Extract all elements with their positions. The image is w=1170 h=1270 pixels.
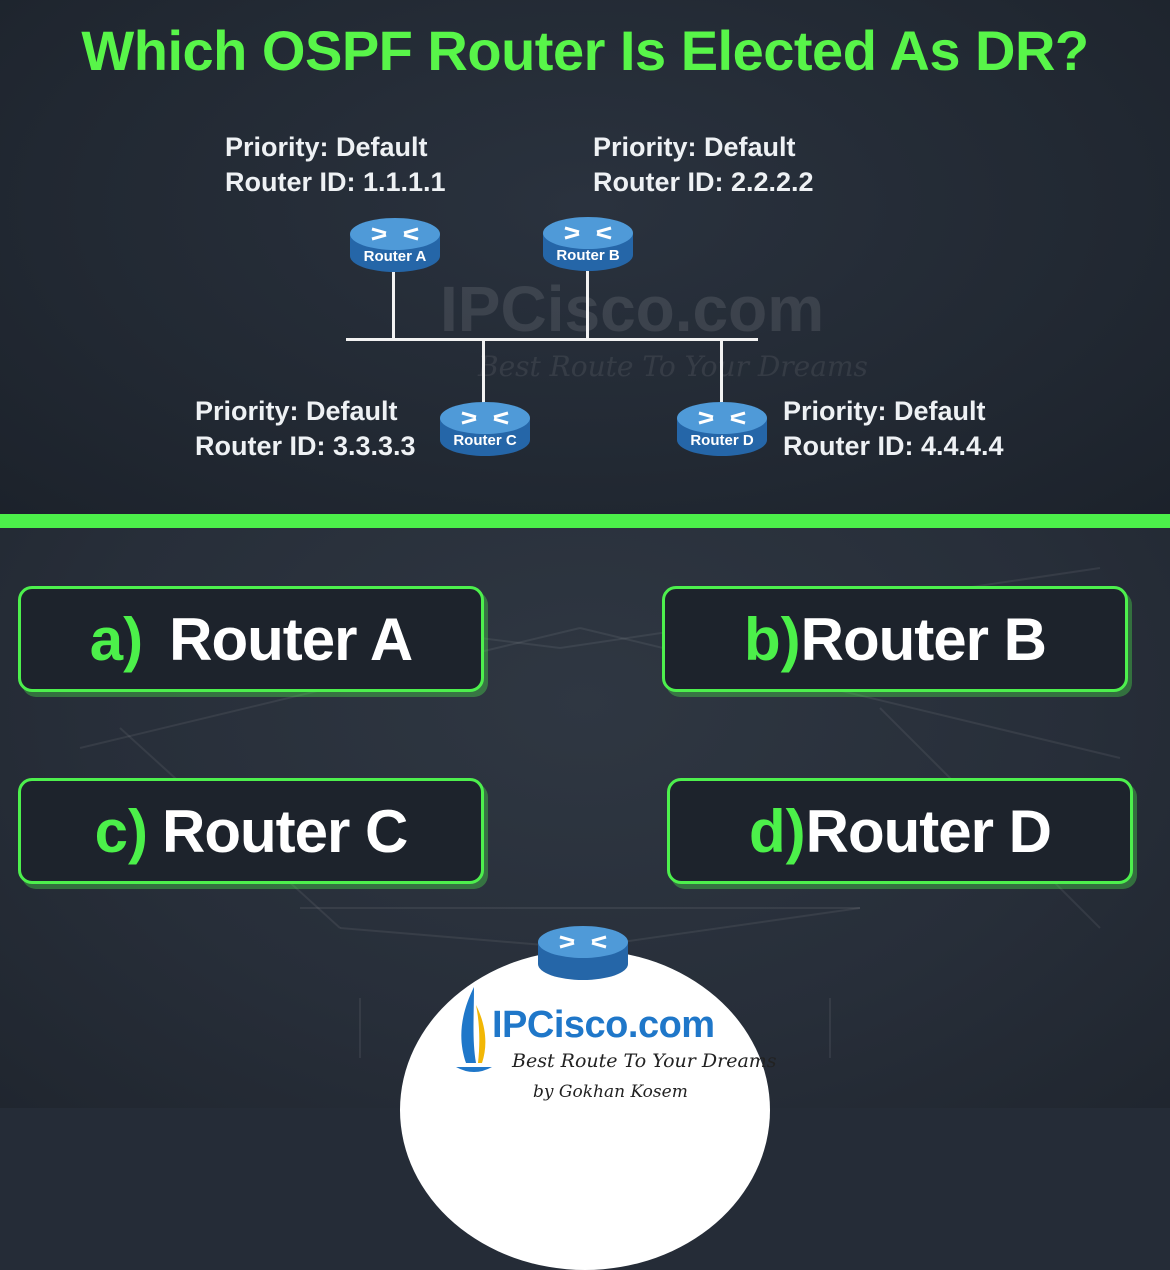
router-a-label: Router A — [363, 248, 427, 265]
logo-author: by Gokhan Kosem — [533, 1082, 688, 1102]
section-divider — [0, 514, 1170, 528]
router-a-priority: Priority: Default — [225, 132, 428, 162]
router-d-label: Router D — [690, 432, 754, 449]
link-router-a — [392, 272, 395, 339]
router-b: Router B — [541, 215, 635, 273]
router-c-label: Router C — [453, 432, 517, 449]
option-b-button[interactable]: b) Router B — [662, 586, 1128, 692]
link-router-c — [482, 338, 485, 404]
watermark-tagline: Best Route To Your Dreams — [478, 350, 868, 383]
router-a-info: Priority: Default Router ID: 1.1.1.1 — [225, 130, 446, 200]
option-b-text: Router B — [800, 605, 1047, 673]
option-d-text: Router D — [805, 797, 1052, 865]
router-d-priority: Priority: Default — [783, 396, 986, 426]
option-a-button[interactable]: a) Router A — [18, 586, 484, 692]
router-d: Router D — [675, 400, 769, 458]
router-icon — [440, 402, 530, 456]
logo-tagline: Best Route To Your Dreams — [512, 1050, 777, 1072]
link-router-d — [720, 338, 723, 404]
watermark-text: IPCisco.com — [440, 273, 825, 345]
sailboat-icon — [456, 987, 492, 1072]
router-c-id: Router ID: 3.3.3.3 — [195, 431, 416, 461]
option-d-letter: d) — [749, 797, 806, 865]
router-b-priority: Priority: Default — [593, 132, 796, 162]
option-d-button[interactable]: d) Router D — [667, 778, 1133, 884]
router-d-info: Priority: Default Router ID: 4.4.4.4 — [783, 394, 1004, 464]
option-b-letter: b) — [744, 605, 801, 673]
router-b-info: Priority: Default Router ID: 2.2.2.2 — [593, 130, 814, 200]
router-a: Router A — [348, 216, 442, 274]
question-title: Which OSPF Router Is Elected As DR? — [81, 19, 1089, 82]
option-c-text: Router C — [162, 797, 408, 865]
logo-router — [536, 924, 630, 982]
logo-name: IPCisco.com — [492, 1004, 715, 1046]
option-c-button[interactable]: c) Router C — [18, 778, 484, 884]
option-c-letter: c) — [94, 797, 148, 865]
router-b-label: Router B — [556, 247, 620, 264]
option-a-letter: a) — [89, 605, 144, 673]
router-b-id: Router ID: 2.2.2.2 — [593, 167, 814, 197]
link-router-b — [586, 270, 589, 339]
router-icon — [350, 218, 440, 272]
router-c-info: Priority: Default Router ID: 3.3.3.3 — [195, 394, 416, 464]
router-icon — [543, 217, 633, 271]
router-c-priority: Priority: Default — [195, 396, 398, 426]
router-icon — [538, 926, 628, 980]
router-c: Router C — [438, 400, 532, 458]
option-a-text: Router A — [169, 605, 413, 673]
router-d-id: Router ID: 4.4.4.4 — [783, 431, 1004, 461]
router-a-id: Router ID: 1.1.1.1 — [225, 167, 446, 197]
ethernet-segment — [346, 338, 758, 341]
router-icon — [677, 402, 767, 456]
